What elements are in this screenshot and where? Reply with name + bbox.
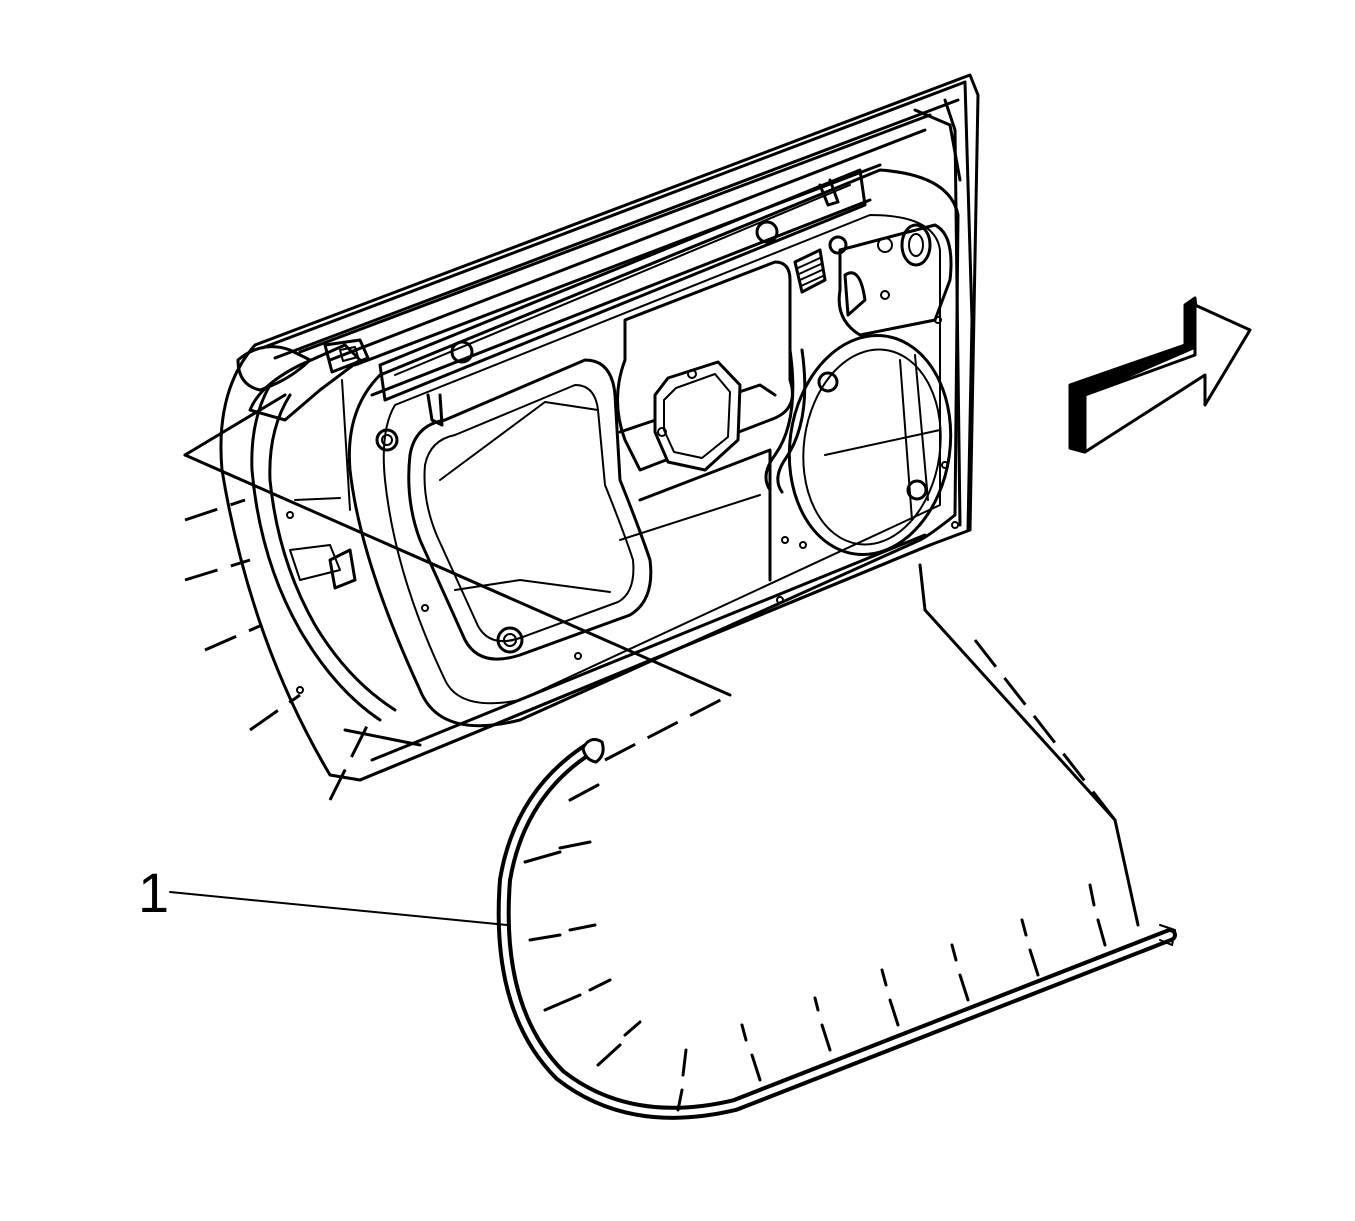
view-wedge — [183, 393, 1140, 927]
door-inner-panel — [219, 73, 980, 782]
weatherstrip-seal — [496, 738, 1177, 1120]
direction-arrow — [1068, 296, 1252, 454]
callout-1-label: 1 — [138, 861, 169, 924]
callout-1: 1 — [138, 861, 508, 926]
